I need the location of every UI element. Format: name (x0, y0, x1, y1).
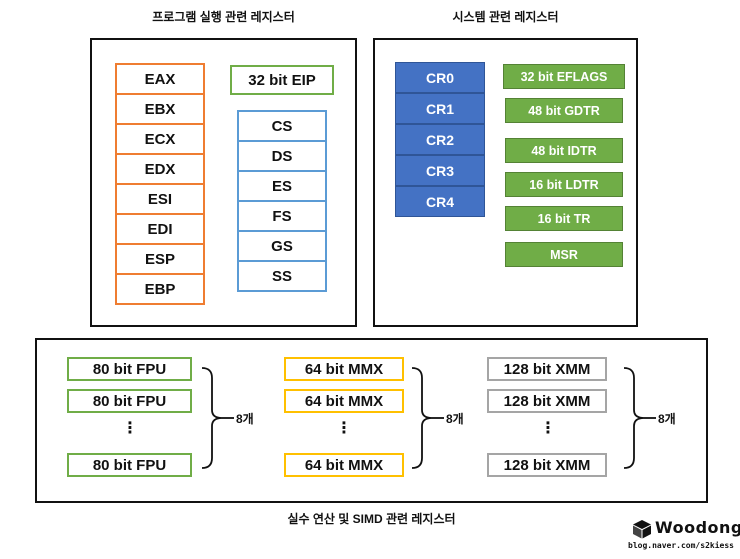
fpu-register-2: 80 bit FPU (67, 389, 192, 413)
mmx-register-2: 64 bit MMX (284, 389, 404, 413)
simd-registers-title: 실수 연산 및 SIMD 관련 레지스터 (287, 512, 456, 526)
xmm-brace (623, 367, 656, 469)
program-registers-title: 프로그램 실행 관련 레지스터 (152, 10, 295, 24)
register-esp: ESP (115, 243, 205, 275)
fpu-register-1: 80 bit FPU (67, 357, 192, 381)
register-fs: FS (237, 200, 327, 232)
xmm-register-1: 128 bit XMM (487, 357, 607, 381)
register-edx: EDX (115, 153, 205, 185)
register-ldtr: 16 bit LDTR (505, 172, 623, 197)
system-registers-title: 시스템 관련 레지스터 (452, 10, 559, 24)
logo-brand: Woodong (655, 518, 740, 537)
fpu-register-8: 80 bit FPU (67, 453, 192, 477)
register-cr0: CR0 (395, 62, 485, 93)
mmx-count-label: 8개 (446, 412, 464, 426)
register-eflags: 32 bit EFLAGS (503, 64, 625, 89)
register-ebx: EBX (115, 93, 205, 125)
xmm-ellipsis: ⋮ (540, 420, 556, 437)
fpu-ellipsis: ⋮ (122, 420, 138, 437)
mmx-register-1: 64 bit MMX (284, 357, 404, 381)
mmx-register-8: 64 bit MMX (284, 453, 404, 477)
register-cr3: CR3 (395, 155, 485, 186)
register-cr1: CR1 (395, 93, 485, 124)
xmm-register-2: 128 bit XMM (487, 389, 607, 413)
fpu-brace (201, 367, 234, 469)
register-esi: ESI (115, 183, 205, 215)
register-ebp: EBP (115, 273, 205, 305)
mmx-ellipsis: ⋮ (336, 420, 352, 437)
register-gdtr: 48 bit GDTR (505, 98, 623, 123)
register-cs: CS (237, 110, 327, 142)
register-cr2: CR2 (395, 124, 485, 155)
program-registers-panel: EAX EBX ECX EDX ESI EDI ESP EBP 32 bit E… (90, 38, 357, 327)
woodong-logo: Woodong blog.naver.com/s2kiess (628, 517, 740, 557)
system-registers-panel: CR0 CR1 CR2 CR3 CR4 32 bit EFLAGS 48 bit… (373, 38, 638, 327)
register-msr: MSR (505, 242, 623, 267)
register-eip: 32 bit EIP (230, 65, 334, 95)
register-eax: EAX (115, 63, 205, 95)
register-tr: 16 bit TR (505, 206, 623, 231)
simd-registers-panel: 80 bit FPU 80 bit FPU ⋮ 80 bit FPU 8개 64… (35, 338, 708, 503)
register-gs: GS (237, 230, 327, 262)
xmm-register-8: 128 bit XMM (487, 453, 607, 477)
register-cr4: CR4 (395, 186, 485, 217)
cube-icon (633, 520, 651, 539)
register-idtr: 48 bit IDTR (505, 138, 623, 163)
mmx-brace (411, 367, 444, 469)
xmm-count-label: 8개 (658, 412, 676, 426)
register-edi: EDI (115, 213, 205, 245)
register-ecx: ECX (115, 123, 205, 155)
register-ss: SS (237, 260, 327, 292)
register-ds: DS (237, 140, 327, 172)
register-es: ES (237, 170, 327, 202)
logo-url: blog.naver.com/s2kiess (628, 541, 734, 550)
fpu-count-label: 8개 (236, 412, 254, 426)
